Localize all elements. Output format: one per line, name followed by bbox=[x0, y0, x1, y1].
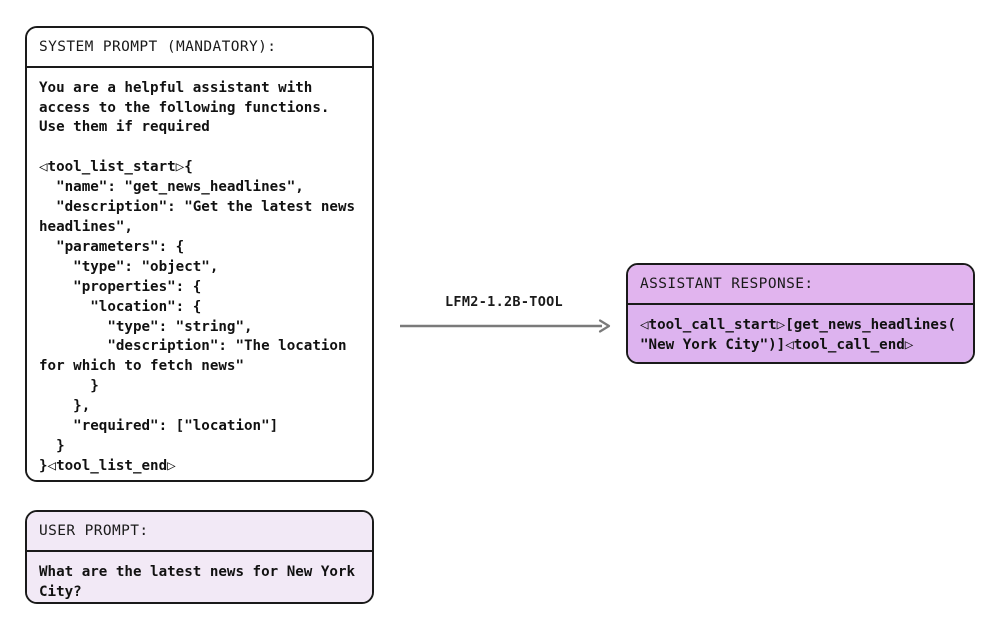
assistant-response-body: ◁tool_call_start▷[get_news_headlines("Ne… bbox=[628, 304, 973, 362]
user-prompt-card: USER PROMPT: What are the latest news fo… bbox=[25, 510, 374, 604]
system-prompt-card: SYSTEM PROMPT (MANDATORY): You are a hel… bbox=[25, 26, 374, 482]
user-prompt-header: USER PROMPT: bbox=[27, 512, 372, 552]
user-prompt-body: What are the latest news for New York Ci… bbox=[27, 551, 372, 602]
model-name-label: LFM2-1.2B-TOOL bbox=[445, 294, 563, 310]
system-prompt-body: You are a helpful assistant with access … bbox=[27, 67, 372, 480]
arrow-right-icon bbox=[400, 319, 611, 333]
assistant-response-header: ASSISTANT RESPONSE: bbox=[628, 265, 973, 305]
assistant-response-card: ASSISTANT RESPONSE: ◁tool_call_start▷[ge… bbox=[626, 263, 975, 364]
system-prompt-header: SYSTEM PROMPT (MANDATORY): bbox=[27, 28, 372, 68]
model-transform-arrow: LFM2-1.2B-TOOL bbox=[396, 294, 612, 338]
